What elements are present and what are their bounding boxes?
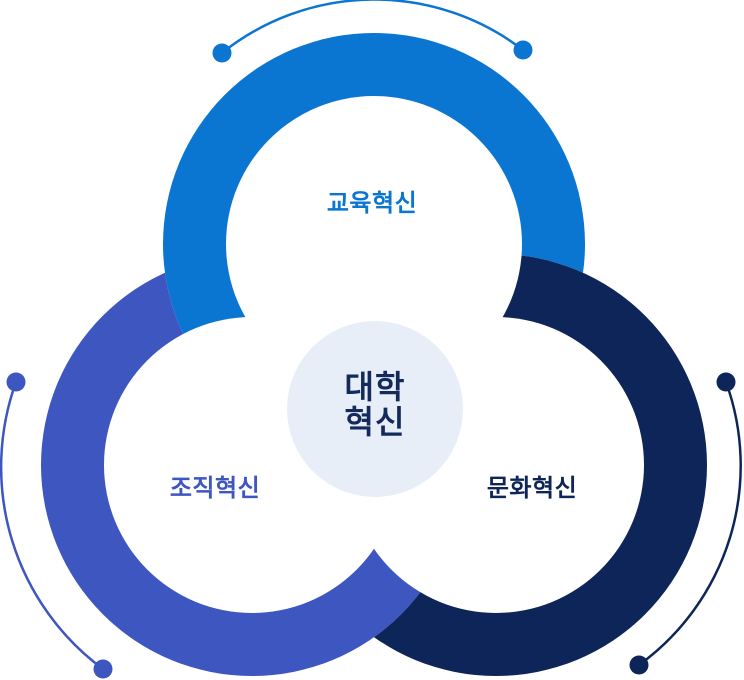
center-text-line2: 혁신 [345,404,406,440]
label-education: 교육혁신 [327,190,417,217]
right-arc [638,381,742,667]
label-organization: 조직혁신 [170,475,260,502]
right-arc-top-dot [716,372,736,392]
label-culture: 문화혁신 [487,475,577,502]
top-arc [221,0,524,54]
top-arc-left-dot [212,43,232,63]
top-arc-right-dot [513,40,533,60]
right-arc-bottom-dot [629,655,649,675]
center-circle [287,321,463,497]
left-arc-top-dot [6,372,26,392]
left-arc-bottom-dot [93,659,113,679]
center-text-line1: 대학 [345,369,406,405]
left-arc [0,381,104,671]
